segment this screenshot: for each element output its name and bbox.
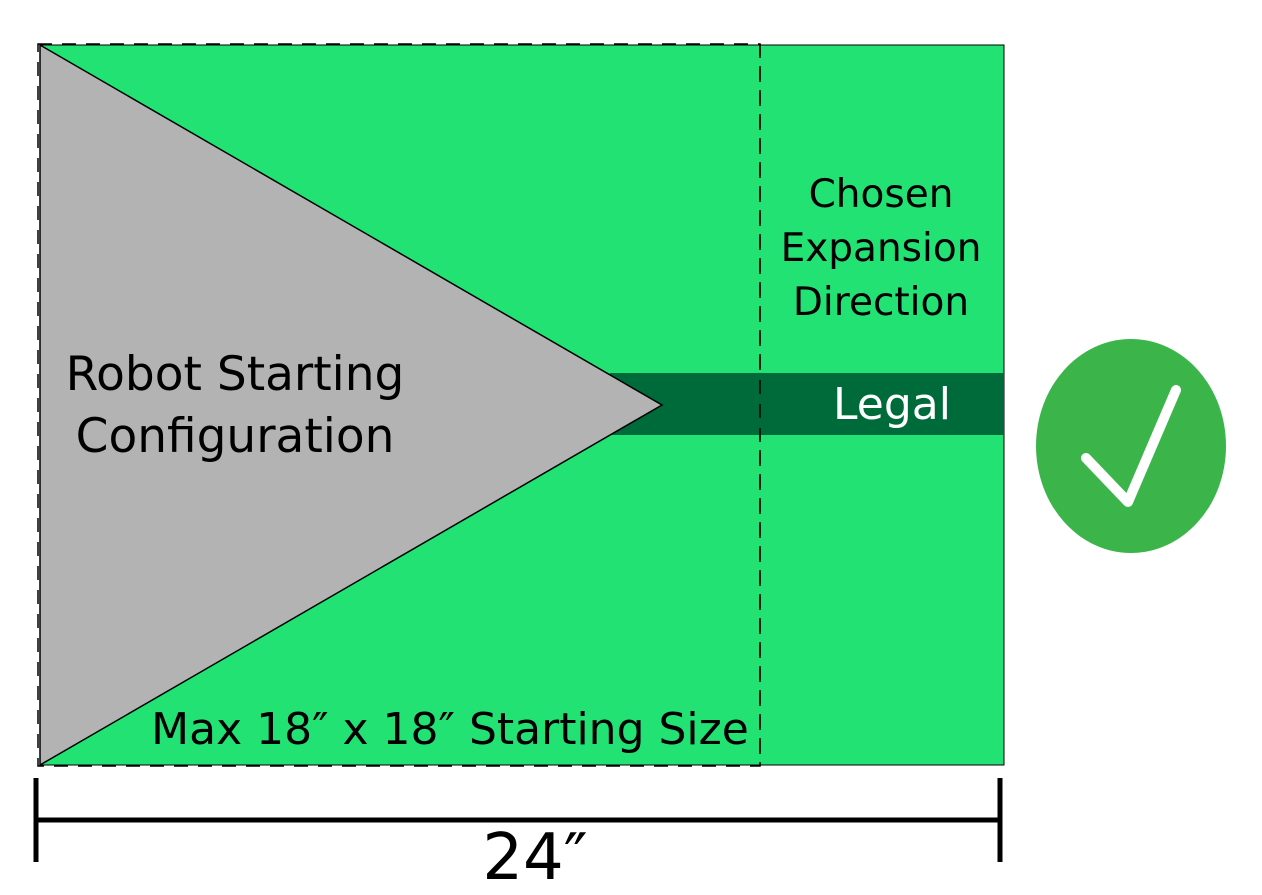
checkmark-icon [1036,339,1226,553]
max-starting-size-label: Max 18″ x 18″ Starting Size [151,704,749,755]
expansion-label-line-1: Chosen [808,172,954,217]
check-mark [1081,385,1181,507]
chosen-expansion-direction-label: Chosen Expansion Direction [762,168,1000,330]
legal-extension-bar [610,373,1004,435]
robot-starting-shape [39,43,664,767]
check-circle [1036,339,1226,553]
expansion-label-line-2: Expansion [780,226,982,271]
width-dimension-label: 24″ [482,821,588,895]
legal-label: Legal [833,379,951,430]
expansion-label-line-3: Direction [792,280,970,325]
robot-starting-configuration-label: Robot Starting Configuration [40,344,430,468]
robot-label-line-1: Robot Starting [65,347,405,402]
robot-label-line-2: Configuration [75,409,395,464]
